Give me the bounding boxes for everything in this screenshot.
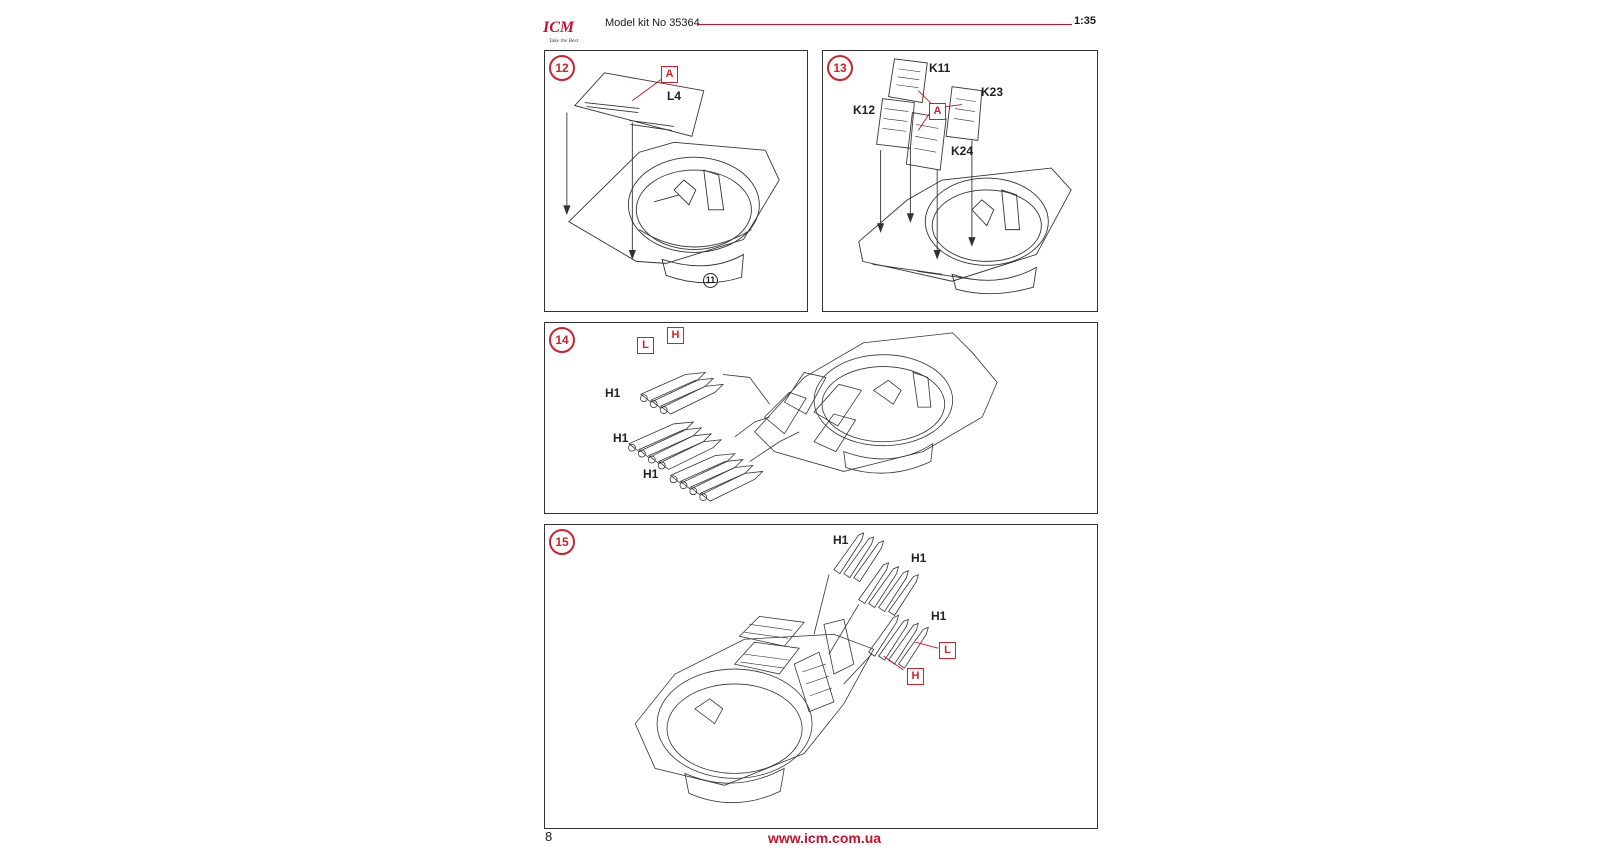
part-label-l4: L4 [667,89,682,103]
step-13-drawing [858,58,1072,295]
step-12-panel: 12 A L4 11 [544,50,808,312]
part-label-k11: K11 [929,61,951,75]
part-label-h1: H1 [613,431,629,445]
page-number: 8 [545,829,553,844]
logo-brand-text: ICM [542,19,575,36]
paint-mark-a: A [661,66,678,83]
paint-mark-h: H [667,327,684,344]
step-15-panel: 15 L H H1 H1 H1 [544,524,1098,829]
step-number-badge: 13 [827,55,853,81]
step-15-drawing [634,532,939,804]
paint-mark-a: A [929,103,946,120]
part-label-h1: H1 [643,467,659,481]
ref-step-11: 11 [703,273,718,288]
part-label-k12: K12 [853,103,876,117]
part-label-h1: H1 [931,609,947,623]
icm-logo: ICM Take the Best [541,17,587,45]
step-12-drawing [563,72,780,284]
scale-label: 1:35 [1074,15,1097,27]
part-label-h1: H1 [605,386,621,400]
part-label-h1: H1 [911,551,927,565]
header-rule [697,24,1072,25]
model-kit-title: Model kit No 35364 [605,17,700,29]
part-label-k24: K24 [951,144,974,158]
step-number-badge: 15 [549,529,575,555]
step-14-panel: 14 L H H1 H1 H1 [544,322,1098,514]
logo-tagline-text: Take the Best [549,38,579,44]
part-label-h1: H1 [833,533,849,547]
part-label-k23: K23 [981,85,1004,99]
step-number-badge: 14 [549,327,575,353]
website-link[interactable]: www.icm.com.ua [768,830,882,846]
paint-mark-l: L [939,642,956,659]
paint-mark-l: L [637,337,654,354]
step-13-panel: 13 A K11 K23 K12 K24 [822,50,1098,312]
step-14-drawing [628,332,998,502]
paint-mark-h: H [907,668,924,685]
step-number-badge: 12 [549,55,575,81]
